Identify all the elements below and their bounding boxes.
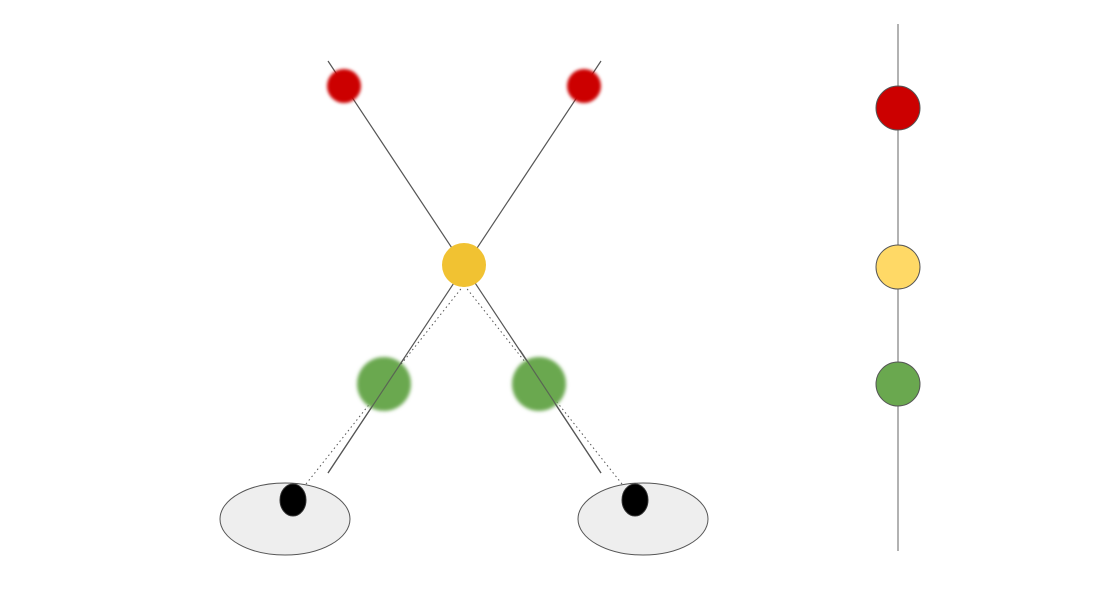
sight-line-left-overlay bbox=[519, 349, 602, 474]
pupil bbox=[621, 483, 649, 517]
eye-left bbox=[219, 482, 351, 556]
green-near bbox=[875, 361, 921, 407]
yellow-mid bbox=[875, 244, 921, 290]
red-far bbox=[875, 85, 921, 131]
green-near-left bbox=[357, 357, 411, 411]
green-near-right bbox=[512, 357, 566, 411]
yellow-focus-point bbox=[442, 243, 486, 287]
eye-white bbox=[219, 482, 351, 556]
eye-white bbox=[577, 482, 709, 556]
eye-right bbox=[577, 482, 709, 556]
sight-line-right-overlay bbox=[327, 356, 406, 474]
pupil bbox=[279, 483, 307, 517]
red-target-right bbox=[567, 69, 601, 103]
red-target-left bbox=[327, 69, 361, 103]
